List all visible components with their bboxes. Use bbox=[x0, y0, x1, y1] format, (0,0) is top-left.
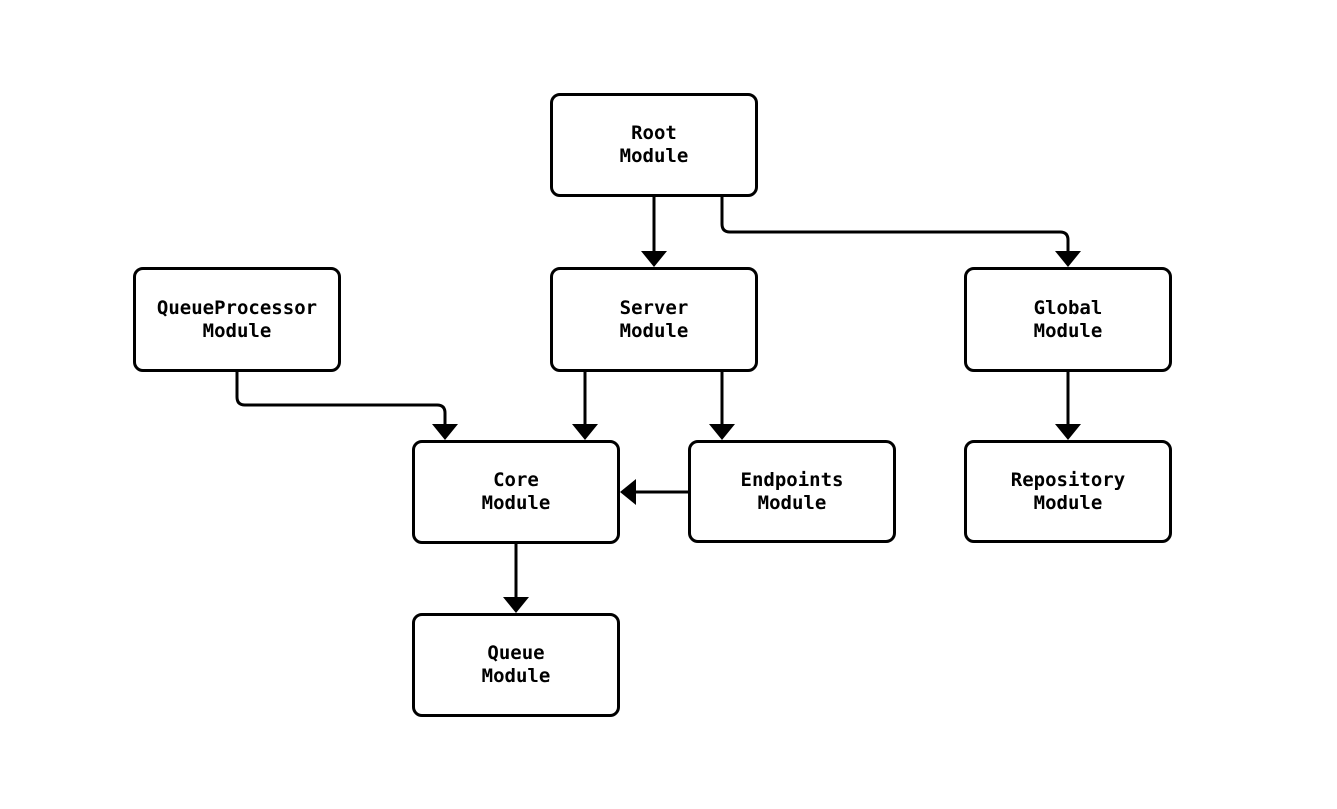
node-label-line: Core bbox=[493, 469, 539, 491]
edge-global-repository bbox=[1055, 372, 1081, 440]
edge-line bbox=[720, 197, 1070, 251]
node-label-line: Module bbox=[202, 319, 272, 342]
edge-arrowhead bbox=[641, 251, 667, 267]
edge-arrowhead bbox=[1055, 251, 1081, 267]
node-label-line: Root bbox=[631, 122, 677, 144]
node-label-line: Queue bbox=[487, 642, 545, 664]
node-label-line: Repository bbox=[1010, 468, 1126, 491]
edge-server-endpoints bbox=[709, 372, 735, 440]
edge-arrowhead bbox=[432, 424, 458, 440]
edge-arrowhead bbox=[1055, 424, 1081, 440]
edge-endpoints-core bbox=[620, 479, 688, 505]
node-label-line: Module bbox=[619, 145, 689, 167]
edge-root-global bbox=[720, 197, 1081, 267]
edge-line bbox=[235, 372, 447, 424]
node-label-line: Module bbox=[481, 492, 551, 514]
node-label-line: Module bbox=[1033, 319, 1103, 342]
node-label-line: Module bbox=[757, 491, 827, 514]
edge-queueprocessor-core bbox=[235, 372, 458, 440]
edge-core-queue bbox=[503, 544, 529, 613]
node-label-line: Module bbox=[481, 665, 551, 687]
node-label-line: Endpoints bbox=[740, 468, 844, 491]
edge-arrowhead bbox=[572, 424, 598, 440]
node-label-line: Global bbox=[1033, 296, 1103, 319]
edge-root-server bbox=[641, 197, 667, 267]
edge-arrowhead bbox=[620, 479, 636, 505]
edge-server-core bbox=[572, 372, 598, 440]
edge-arrowhead bbox=[709, 424, 735, 440]
node-label-line: Server bbox=[619, 296, 689, 319]
node-label-line: QueueProcessor bbox=[156, 296, 318, 319]
node-label-line: Module bbox=[1033, 491, 1103, 514]
edge-arrowhead bbox=[503, 597, 529, 613]
node-label-line: Module bbox=[619, 319, 689, 342]
